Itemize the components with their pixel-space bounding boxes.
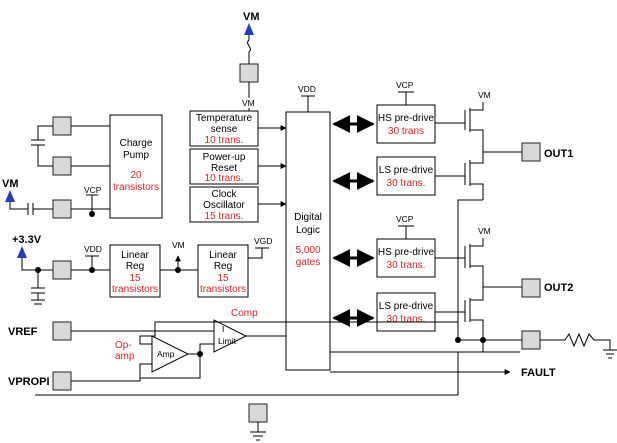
vpropi-pad xyxy=(52,371,72,391)
temp-sense-count: 10 trans. xyxy=(205,135,244,146)
vm-top-arrow-icon xyxy=(244,23,254,35)
temp-sense-name-2: sense xyxy=(211,124,238,135)
reg2-name-2: Reg xyxy=(214,261,232,272)
logic-name-1: Digital xyxy=(294,212,322,223)
reg2-count-2: transistors xyxy=(200,284,246,295)
ls-predrive-2-block xyxy=(376,292,436,332)
logic-count-2: gates xyxy=(296,257,320,268)
hs-predrive-1-block xyxy=(376,104,436,144)
vm-left-arrow-icon xyxy=(5,190,15,202)
digital-logic-group: VDD Digital Logic 5,000 gates xyxy=(285,84,331,371)
digital-logic-block xyxy=(285,111,331,371)
fault-label: FAULT xyxy=(521,367,556,379)
hs1-name: HS pre-drive xyxy=(378,113,435,124)
power-up-reset-block xyxy=(189,148,259,185)
comp-i-label: I xyxy=(222,324,224,334)
reg1-count-2: transistors xyxy=(112,284,158,295)
amp-triangle xyxy=(151,335,190,373)
hs2-name: HS pre-drive xyxy=(378,247,435,258)
comp-limit-label: Limit xyxy=(218,336,237,346)
cp-pad-1 xyxy=(52,116,72,136)
comp-triangle xyxy=(213,319,248,353)
ls1-name: LS pre-drive xyxy=(379,165,434,176)
current-sense-group: VREF I Limit Comp Op- amp Amp VPROPI FAU… xyxy=(8,308,556,396)
ls1-count: 30 trans. xyxy=(387,178,426,189)
temp-sense-name-1: Temperature xyxy=(196,113,253,124)
predrivers: VCP HS pre-drive 30 trans LS pre-drive 3… xyxy=(332,80,436,332)
vcp-hs1-label: VCP xyxy=(396,80,414,90)
vm-out2-label: VM xyxy=(478,226,491,236)
out1-pad xyxy=(521,142,541,162)
vpropi-label: VPROPI xyxy=(8,376,50,388)
vm-top-supply: VM VM xyxy=(239,11,260,108)
osc-count: 15 trans. xyxy=(205,211,244,222)
osc-name-2: Oscillator xyxy=(203,200,245,211)
vgd-label: VGD xyxy=(254,236,272,246)
sense-path xyxy=(455,199,617,359)
aux-blocks: Temperature sense 10 trans. Power-up Res… xyxy=(189,108,287,223)
ls2-name: LS pre-drive xyxy=(379,301,434,312)
clock-osc-block xyxy=(189,186,259,223)
charge-pump-name-1: Charge xyxy=(120,138,153,149)
output-stage-1: VM OUT1 xyxy=(435,90,573,200)
reset-count: 10 trans. xyxy=(205,173,244,184)
charge-pump-count-1: 20 xyxy=(130,170,142,181)
v33-label: +3.3V xyxy=(12,234,42,246)
vm-out1-label: VM xyxy=(478,90,491,100)
charge-pump-name-2: Pump xyxy=(123,150,150,161)
vref-label: VREF xyxy=(8,326,38,338)
opamp-label-2: amp xyxy=(115,351,135,362)
reg2-count-1: 15 xyxy=(217,273,229,284)
vm-top-label-2: VM xyxy=(242,98,255,108)
gnd-pad xyxy=(248,403,268,423)
isen-pad xyxy=(521,330,541,350)
vcp-cp-label: VCP xyxy=(84,185,102,195)
v33-arrow-icon xyxy=(17,246,27,258)
out2-pad xyxy=(521,278,541,298)
reg1-count-1: 15 xyxy=(129,273,141,284)
out1-label: OUT1 xyxy=(544,148,573,160)
logic-name-2: Logic xyxy=(296,225,320,236)
reg1-name-1: Linear xyxy=(121,250,149,261)
osc-name-1: Clock xyxy=(211,189,237,200)
vref-pad xyxy=(52,321,72,341)
hs2-count: 30 trans. xyxy=(387,260,426,271)
reg1-name-2: Reg xyxy=(126,261,144,272)
regulator-group: +3.3V VDD Linear Reg 15 transistors VM L… xyxy=(12,234,272,305)
ground-pad-group xyxy=(248,403,268,441)
hs-predrive-2-block xyxy=(376,238,436,278)
amp-label: Amp xyxy=(157,349,175,359)
linear-reg-1-block xyxy=(109,244,161,298)
ls2-count: 30 trans. xyxy=(387,314,426,325)
ls-predrive-1-block xyxy=(376,156,436,196)
vm-reg-label: VM xyxy=(172,240,185,250)
hs1-count: 30 trans xyxy=(388,126,424,137)
logic-count-1: 5,000 xyxy=(295,245,320,256)
reset-name-1: Power-up xyxy=(203,152,246,163)
vcp-hs2-label: VCP xyxy=(396,214,414,224)
cp-pad-3 xyxy=(52,199,72,219)
charge-pump-group: Charge Pump 20 transistors VCP VM xyxy=(2,114,163,219)
vm-left-label: VM xyxy=(2,178,19,190)
vm-top-label: VM xyxy=(243,11,260,23)
reg2-name-1: Linear xyxy=(209,250,237,261)
opamp-label-1: Op- xyxy=(115,340,132,351)
vdd-logic-label: VDD xyxy=(298,84,316,94)
vdd-pad xyxy=(52,260,72,280)
cp-pad-2 xyxy=(52,156,72,176)
vm-top-pad xyxy=(239,63,259,83)
output-stage-2: VM OUT2 xyxy=(435,226,573,340)
vdd-reg-label: VDD xyxy=(84,244,102,254)
reset-name-2: Reset xyxy=(211,163,237,174)
charge-pump-block xyxy=(109,114,163,219)
comp-label: Comp xyxy=(231,308,258,319)
charge-pump-count-2: transistors xyxy=(113,182,159,193)
linear-reg-2-block xyxy=(197,244,249,298)
out2-label: OUT2 xyxy=(544,282,573,294)
